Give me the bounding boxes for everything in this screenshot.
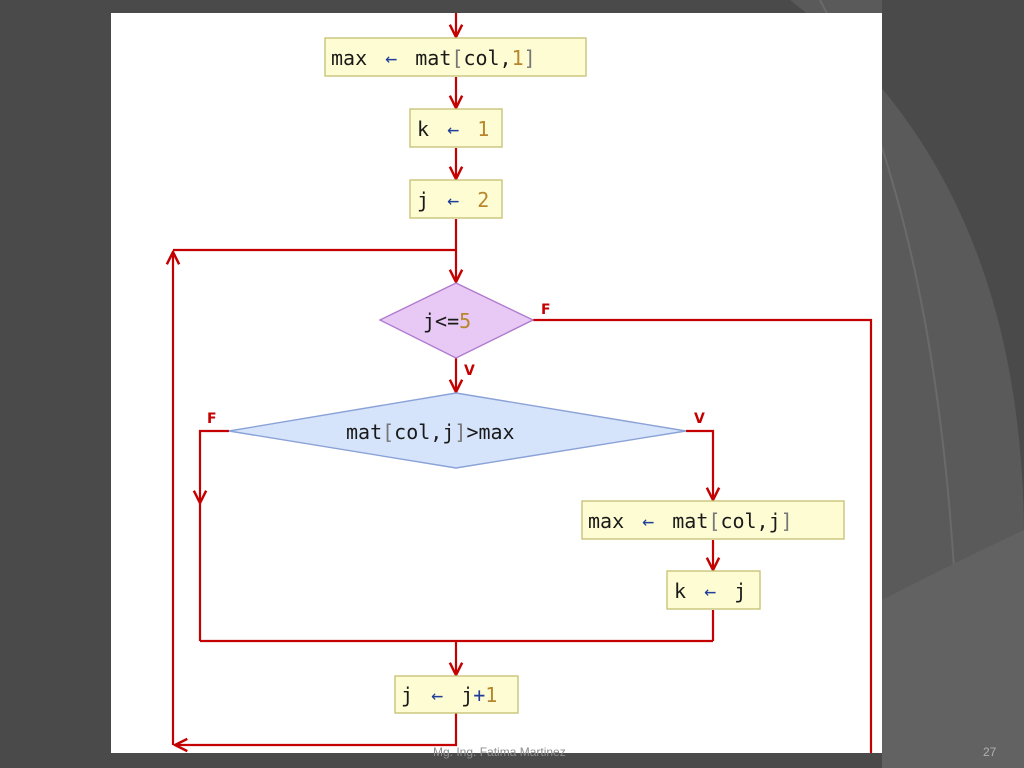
- condition-left: j<=: [423, 309, 459, 333]
- assign-arrow-icon: ←: [447, 188, 459, 212]
- svg-text:max ← mat[col,: max ← mat[col,1]: [331, 46, 536, 70]
- background-arc-3: [882, 530, 1024, 768]
- inner-true-arrow: [686, 429, 713, 500]
- assign-target: k: [417, 117, 429, 141]
- fn-name: mat: [415, 46, 451, 70]
- label-inner-false: F: [207, 411, 217, 427]
- svg-text:k ← 1: k ← 1: [417, 117, 489, 141]
- process-max-init: max ← mat[col,1]: [324, 37, 587, 77]
- process-j-init: j ← 2: [409, 179, 503, 219]
- fn-arg-number: 1: [512, 46, 524, 70]
- assign-target: max: [588, 509, 624, 533]
- svg-text:k ← j: k ← j: [674, 579, 746, 603]
- inner-false-arrow: [200, 429, 229, 503]
- bracket-close: ]: [781, 509, 793, 533]
- label-loop-false: F: [541, 302, 551, 318]
- expr-plus: +: [473, 683, 485, 707]
- decision-loop: j<=5: [378, 282, 535, 359]
- assign-arrow-icon: ←: [385, 46, 397, 70]
- svg-text:j<=5: j<=5: [423, 309, 471, 333]
- flow-lines: [173, 13, 873, 753]
- fn-name: mat: [672, 509, 708, 533]
- process-k-init: k ← 1: [409, 108, 503, 148]
- assign-target: max: [331, 46, 367, 70]
- assign-arrow-icon: ←: [431, 683, 443, 707]
- process-k-update: k ← j: [666, 570, 761, 610]
- assign-target: j: [401, 683, 413, 707]
- process-increment-j: j ← j+1: [394, 675, 519, 714]
- svg-text:j ← 2: j ← 2: [417, 188, 489, 212]
- bracket-open: [: [708, 509, 720, 533]
- assign-value: j: [734, 579, 746, 603]
- decision-inner: mat[col,j]>max: [228, 392, 687, 469]
- fn-name: mat: [346, 420, 382, 444]
- slide-canvas: max ← mat[col,1] k ← 1 j ← 2: [111, 13, 882, 753]
- bracket-close: ]: [524, 46, 536, 70]
- loop-return-bottom: [175, 713, 458, 745]
- condition-right: 5: [459, 309, 471, 333]
- fn-args: col,j: [720, 509, 780, 533]
- process-max-update: max ← mat[col,j]: [581, 500, 845, 540]
- svg-text:j ← j+1: j ← j+1: [401, 683, 497, 707]
- condition-rest: >max: [466, 420, 514, 444]
- assign-target: j: [417, 188, 429, 212]
- slide-number: 27: [983, 745, 997, 759]
- svg-text:max ← mat[col,: max ← mat[col,j]: [588, 509, 793, 533]
- fn-args: col,j: [394, 420, 454, 444]
- bracket-close: ]: [454, 420, 466, 444]
- bracket-open: [: [382, 420, 394, 444]
- loop-exit-line: [533, 318, 873, 753]
- label-loop-true: V: [464, 363, 475, 379]
- label-inner-true: V: [694, 411, 705, 427]
- flowchart: max ← mat[col,1] k ← 1 j ← 2: [111, 13, 873, 753]
- bracket-open: [: [451, 46, 463, 70]
- svg-text:mat[col,j]>max: mat[col,j]>max: [346, 420, 515, 444]
- assign-target: k: [674, 579, 686, 603]
- fn-args: col,: [463, 46, 511, 70]
- assign-value: 1: [477, 117, 489, 141]
- assign-arrow-icon: ←: [642, 509, 654, 533]
- assign-arrow-icon: ←: [704, 579, 716, 603]
- footer-author: Mg. Ing. Fatima Martinez: [433, 745, 566, 759]
- assign-value: 2: [477, 188, 489, 212]
- expr-lhs: j: [461, 683, 473, 707]
- expr-number: 1: [485, 683, 497, 707]
- assign-arrow-icon: ←: [447, 117, 459, 141]
